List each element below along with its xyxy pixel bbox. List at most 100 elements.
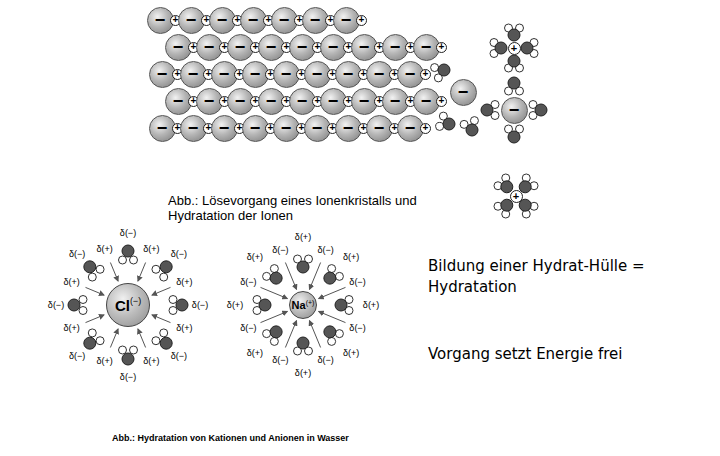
- ion-sign: −: [297, 38, 308, 56]
- ion-sign: −: [266, 92, 277, 110]
- ion-sign: −: [235, 38, 246, 56]
- attraction-arrow: [138, 329, 146, 347]
- hydrogen-atom: [130, 256, 138, 264]
- partial-charge: δ(+): [226, 301, 244, 310]
- ion-sign: −: [281, 119, 292, 137]
- ion-sign: −: [421, 38, 432, 56]
- partial-charge: δ(+): [175, 277, 193, 286]
- hydrogen-atom: [335, 272, 343, 280]
- hydrogen-atom: [130, 346, 138, 354]
- hydrogen-atom: [263, 330, 271, 338]
- oxygen-atom: [508, 55, 520, 67]
- ion-sign: −: [157, 65, 168, 83]
- partial-charge: δ(−): [47, 301, 65, 310]
- ion-sign: −: [312, 119, 323, 137]
- ion-sign: −: [250, 65, 261, 83]
- oxygen-atom: [84, 337, 96, 349]
- partial-charge: δ(+): [246, 349, 264, 358]
- partial-charge: δ(−): [271, 355, 289, 364]
- hydrogen-atom: [88, 329, 96, 337]
- ion-sign: −: [157, 119, 168, 137]
- cation-sphere: +: [420, 123, 431, 134]
- partial-charge: δ(−): [119, 229, 137, 238]
- ion-sign: −: [281, 65, 292, 83]
- ion-sign: −: [310, 11, 321, 29]
- partial-charge: δ(−): [68, 351, 86, 360]
- partial-charge: δ(+): [342, 252, 360, 261]
- ion-sign: +: [513, 191, 519, 202]
- hydrogen-atom: [96, 337, 104, 345]
- explanation-text: Vorgang setzt Energie frei: [428, 344, 713, 365]
- ion-sign: −: [359, 38, 370, 56]
- ion-sign: −: [217, 11, 228, 29]
- ion-sign: −: [341, 11, 352, 29]
- ion-sign: −: [343, 119, 354, 137]
- attraction-arrow: [261, 287, 288, 298]
- cation-sphere: +: [508, 42, 521, 55]
- ion-sign: −: [405, 65, 416, 83]
- ion-sign: +: [423, 69, 429, 79]
- partial-charge: δ(+): [342, 349, 360, 358]
- attraction-arrow: [285, 321, 296, 348]
- ion-sign: −: [266, 38, 277, 56]
- attraction-arrow: [86, 287, 104, 295]
- ion-sign: −: [390, 92, 401, 110]
- hydrogen-atom: [88, 273, 96, 281]
- attraction-arrow: [110, 263, 118, 281]
- oxygen-atom: [443, 118, 455, 130]
- ion-sign: −: [359, 92, 370, 110]
- attraction-arrow: [319, 312, 346, 323]
- oxygen-atom: [438, 64, 450, 76]
- oxygen-atom: [122, 245, 134, 257]
- ion-sign: +: [511, 43, 517, 54]
- oxygen-atom: [297, 261, 309, 273]
- cation-sphere: +: [436, 96, 447, 107]
- ion-sign: +: [423, 123, 429, 133]
- partial-charge: δ(−): [316, 355, 334, 364]
- partial-charge: δ(+): [96, 244, 114, 253]
- attraction-arrow: [152, 315, 170, 323]
- partial-charge: δ(−): [239, 323, 257, 332]
- partial-charge: δ(−): [316, 246, 334, 255]
- partial-charge: δ(−): [239, 278, 257, 287]
- hydrogen-atom: [270, 337, 278, 345]
- ion-sign: −: [297, 92, 308, 110]
- hydrogen-atom: [436, 122, 444, 130]
- ion-sign: +: [439, 96, 445, 106]
- partial-charge: δ(−): [119, 373, 137, 382]
- ion-sign: −: [374, 119, 385, 137]
- oxygen-atom: [270, 326, 282, 338]
- partial-charge: δ(−): [348, 278, 366, 287]
- ion-sign: −: [188, 119, 199, 137]
- oxygen-atom: [495, 42, 507, 54]
- ion-sign: −: [248, 11, 259, 29]
- partial-charge: δ(+): [294, 233, 312, 242]
- hydrogen-atom: [335, 330, 343, 338]
- attraction-arrow: [138, 263, 146, 281]
- ion-sign: −: [328, 92, 339, 110]
- ion-sign: −: [328, 38, 339, 56]
- partial-charge: δ(−): [170, 250, 188, 259]
- hydrogen-atom: [470, 117, 478, 125]
- figure-caption: Abb.: Hydratation von Kationen und Anion…: [112, 433, 349, 443]
- attraction-arrow: [86, 315, 104, 323]
- charge-superscript: (−): [130, 297, 141, 306]
- oxygen-atom: [535, 104, 547, 116]
- attraction-arrow: [310, 263, 321, 290]
- ion-sphere: Cl(−): [106, 283, 150, 327]
- attraction-arrow: [319, 287, 346, 298]
- oxygen-atom: [160, 261, 172, 273]
- ion-sign: −: [374, 65, 385, 83]
- ion-sign: −: [250, 119, 261, 137]
- ion-sign: −: [421, 92, 432, 110]
- ion-sign: −: [188, 65, 199, 83]
- oxygen-atom: [259, 299, 271, 311]
- explanation-text: Bildung einer Hydrat-Hülle = Hydratation: [428, 256, 713, 298]
- partial-charge: δ(−): [68, 250, 86, 259]
- hydrogen-atom: [79, 307, 87, 315]
- partial-charge: δ(+): [96, 357, 114, 366]
- ion-sign: −: [204, 38, 215, 56]
- attraction-arrow: [261, 312, 288, 323]
- figure-caption: Abb.: Lösevorgang eines Ionenkristalls u…: [168, 193, 430, 223]
